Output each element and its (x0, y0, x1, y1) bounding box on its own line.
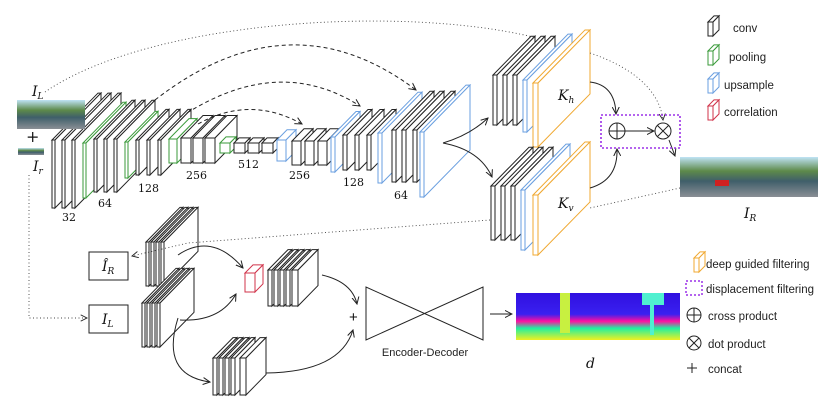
right-image-small (18, 148, 44, 155)
kh-guided-filter-block (531, 28, 592, 149)
layer-blocks (50, 28, 592, 397)
pool-block (218, 135, 238, 155)
channel-128: 128 (138, 182, 159, 195)
channel-512: 512 (238, 158, 259, 171)
upsample-block (418, 83, 472, 199)
skip-connections (154, 44, 416, 124)
legend-cross-product-icon (686, 307, 702, 323)
ir-input-label: Ir (32, 159, 44, 177)
legend-correlation-icon (706, 98, 721, 122)
il-feature-block (155, 267, 196, 349)
legend-deep-guided-filtering-label: deep guided filtering (706, 259, 810, 271)
il-box (88, 304, 129, 334)
legend-pooling-icon (706, 43, 721, 67)
legend-concat-icon (687, 363, 697, 373)
channel-256-dec: 256 (289, 169, 310, 182)
reconstructed-right-image (680, 157, 818, 197)
arrow-g2-to-corr (179, 294, 236, 321)
skip-arrow-128 (186, 81, 360, 114)
ir-hat-feature-block (159, 206, 200, 288)
kv-guided-filter-block (531, 140, 592, 257)
disparity-pole (560, 293, 570, 333)
concat-plus: + (349, 309, 358, 326)
legend-dot-product-label: dot product (708, 339, 766, 351)
kv-label: Kv (557, 196, 574, 214)
legend-conv-label: conv (733, 23, 758, 35)
disparity-tree (642, 293, 664, 305)
il-bottom-feature-block (238, 336, 268, 397)
flow-arrows (172, 81, 675, 382)
arrow-g2-to-bottom (172, 317, 210, 382)
legend-dot-product-icon (686, 335, 702, 351)
arrow-kh-to-cross (589, 81, 616, 114)
encoder-decoder-label: Encoder-Decoder (382, 347, 469, 359)
conv-block (260, 136, 280, 155)
legend-deep-guided-filtering-icon (692, 250, 707, 274)
legend-concat-label: concat (708, 364, 743, 376)
legend-pooling-label: pooling (729, 52, 766, 64)
legend-upsample-label: upsample (724, 80, 774, 92)
dotted-il-to-kh (44, 20, 534, 93)
legend-conv-icon (706, 14, 721, 38)
skip-arrow-64 (154, 44, 416, 101)
plus-sign: + (26, 127, 39, 146)
arrow-to-kh (442, 118, 488, 144)
channel-32: 32 (62, 211, 76, 224)
encoder-decoder-shape (365, 286, 484, 341)
arrow-corr-to-concat (321, 274, 357, 304)
legend-cross-product-label: cross product (708, 311, 778, 323)
corr-feature-block (290, 248, 320, 308)
ir-hat-box (88, 251, 129, 281)
il-box-label: IL (101, 312, 114, 330)
ir-output-label: IR (743, 206, 757, 224)
arrow-g1-to-corr (177, 245, 243, 268)
dotted-kh-to-dot (589, 52, 663, 120)
dotted-ir-to-kv (589, 187, 681, 209)
arrow-kv-to-cross (589, 149, 617, 189)
left-image (17, 100, 85, 129)
disparity-label: d (586, 356, 595, 372)
legend: conv pooling upsample correlation deep guide… (685, 14, 814, 376)
legend-displacement-filtering-label: displacement filtering (706, 284, 814, 296)
disparity-trunk (650, 305, 654, 335)
il-label: IL (31, 84, 44, 102)
dot-product-op (654, 122, 672, 140)
arrow-bottom-to-concat (265, 330, 353, 374)
channel-256: 256 (186, 169, 207, 182)
channel-128-dec: 128 (343, 176, 364, 189)
legend-displacement-filtering-icon (685, 280, 703, 296)
arrow-to-kv (442, 142, 492, 177)
dotted-lines (28, 20, 681, 318)
channel-64: 64 (98, 197, 112, 210)
legend-correlation-label: correlation (724, 107, 778, 119)
car-detail (715, 180, 729, 186)
legend-upsample-icon (706, 71, 721, 95)
channel-labels: 32 64 128 256 512 256 128 64 (62, 158, 408, 224)
ir-hat-label: ÎR (101, 257, 115, 277)
kh-label: Kh (557, 88, 574, 106)
channel-64-dec: 64 (394, 189, 408, 202)
correlation-block-block (243, 263, 265, 294)
cross-product-op (608, 122, 626, 140)
